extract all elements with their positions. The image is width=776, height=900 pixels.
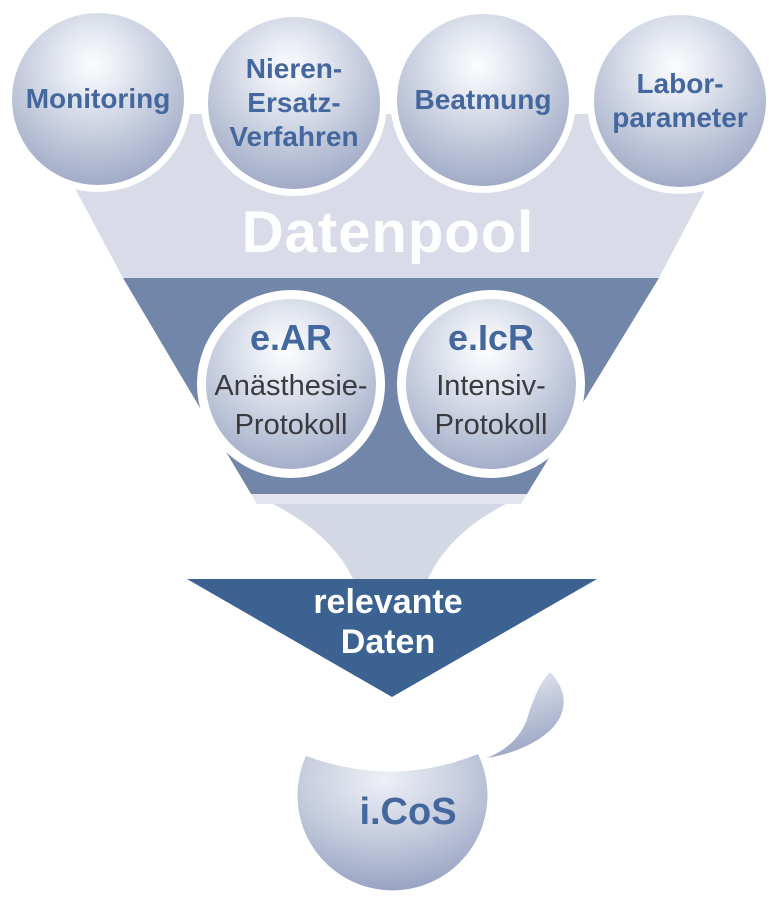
protocol-abbr: e.AR bbox=[249, 316, 333, 358]
protocol-circle-eicr: e.IcR Intensiv- Protokoll bbox=[397, 290, 585, 478]
source-sphere-monitoring: Monitoring bbox=[5, 6, 191, 192]
source-sphere-nieren-ersatz-verfahren: Nieren- Ersatz- Verfahren bbox=[201, 10, 387, 196]
protocol-abbr: e.IcR bbox=[447, 316, 535, 358]
datenpool-title: Datenpool bbox=[241, 200, 535, 265]
down-arrow bbox=[187, 579, 597, 697]
source-sphere-label: Beatmung bbox=[414, 83, 552, 115]
funnel-highlight-strip bbox=[251, 494, 527, 504]
protocol-name: Anästhesie- Protokoll bbox=[214, 369, 368, 441]
funnel-top-section bbox=[35, 114, 745, 278]
source-sphere-label: Monitoring bbox=[25, 82, 171, 114]
icos-sphere bbox=[297, 754, 488, 891]
crescent-shape bbox=[487, 672, 564, 758]
icos-label: i.CoS bbox=[359, 791, 457, 833]
arrow-label: relevante Daten bbox=[313, 583, 463, 662]
funnel-neck bbox=[251, 494, 527, 579]
protocol-circle-ear: e.AR Anästhesie- Protokoll bbox=[197, 290, 385, 478]
source-sphere-beatmung: Beatmung bbox=[390, 7, 576, 193]
protocol-name: Intensiv- Protokoll bbox=[434, 369, 548, 441]
source-sphere-laborparameter: Labor- parameter bbox=[587, 8, 773, 194]
source-sphere-label: Labor- parameter bbox=[612, 67, 748, 133]
source-sphere-label: Nieren- Ersatz- Verfahren bbox=[229, 52, 359, 153]
